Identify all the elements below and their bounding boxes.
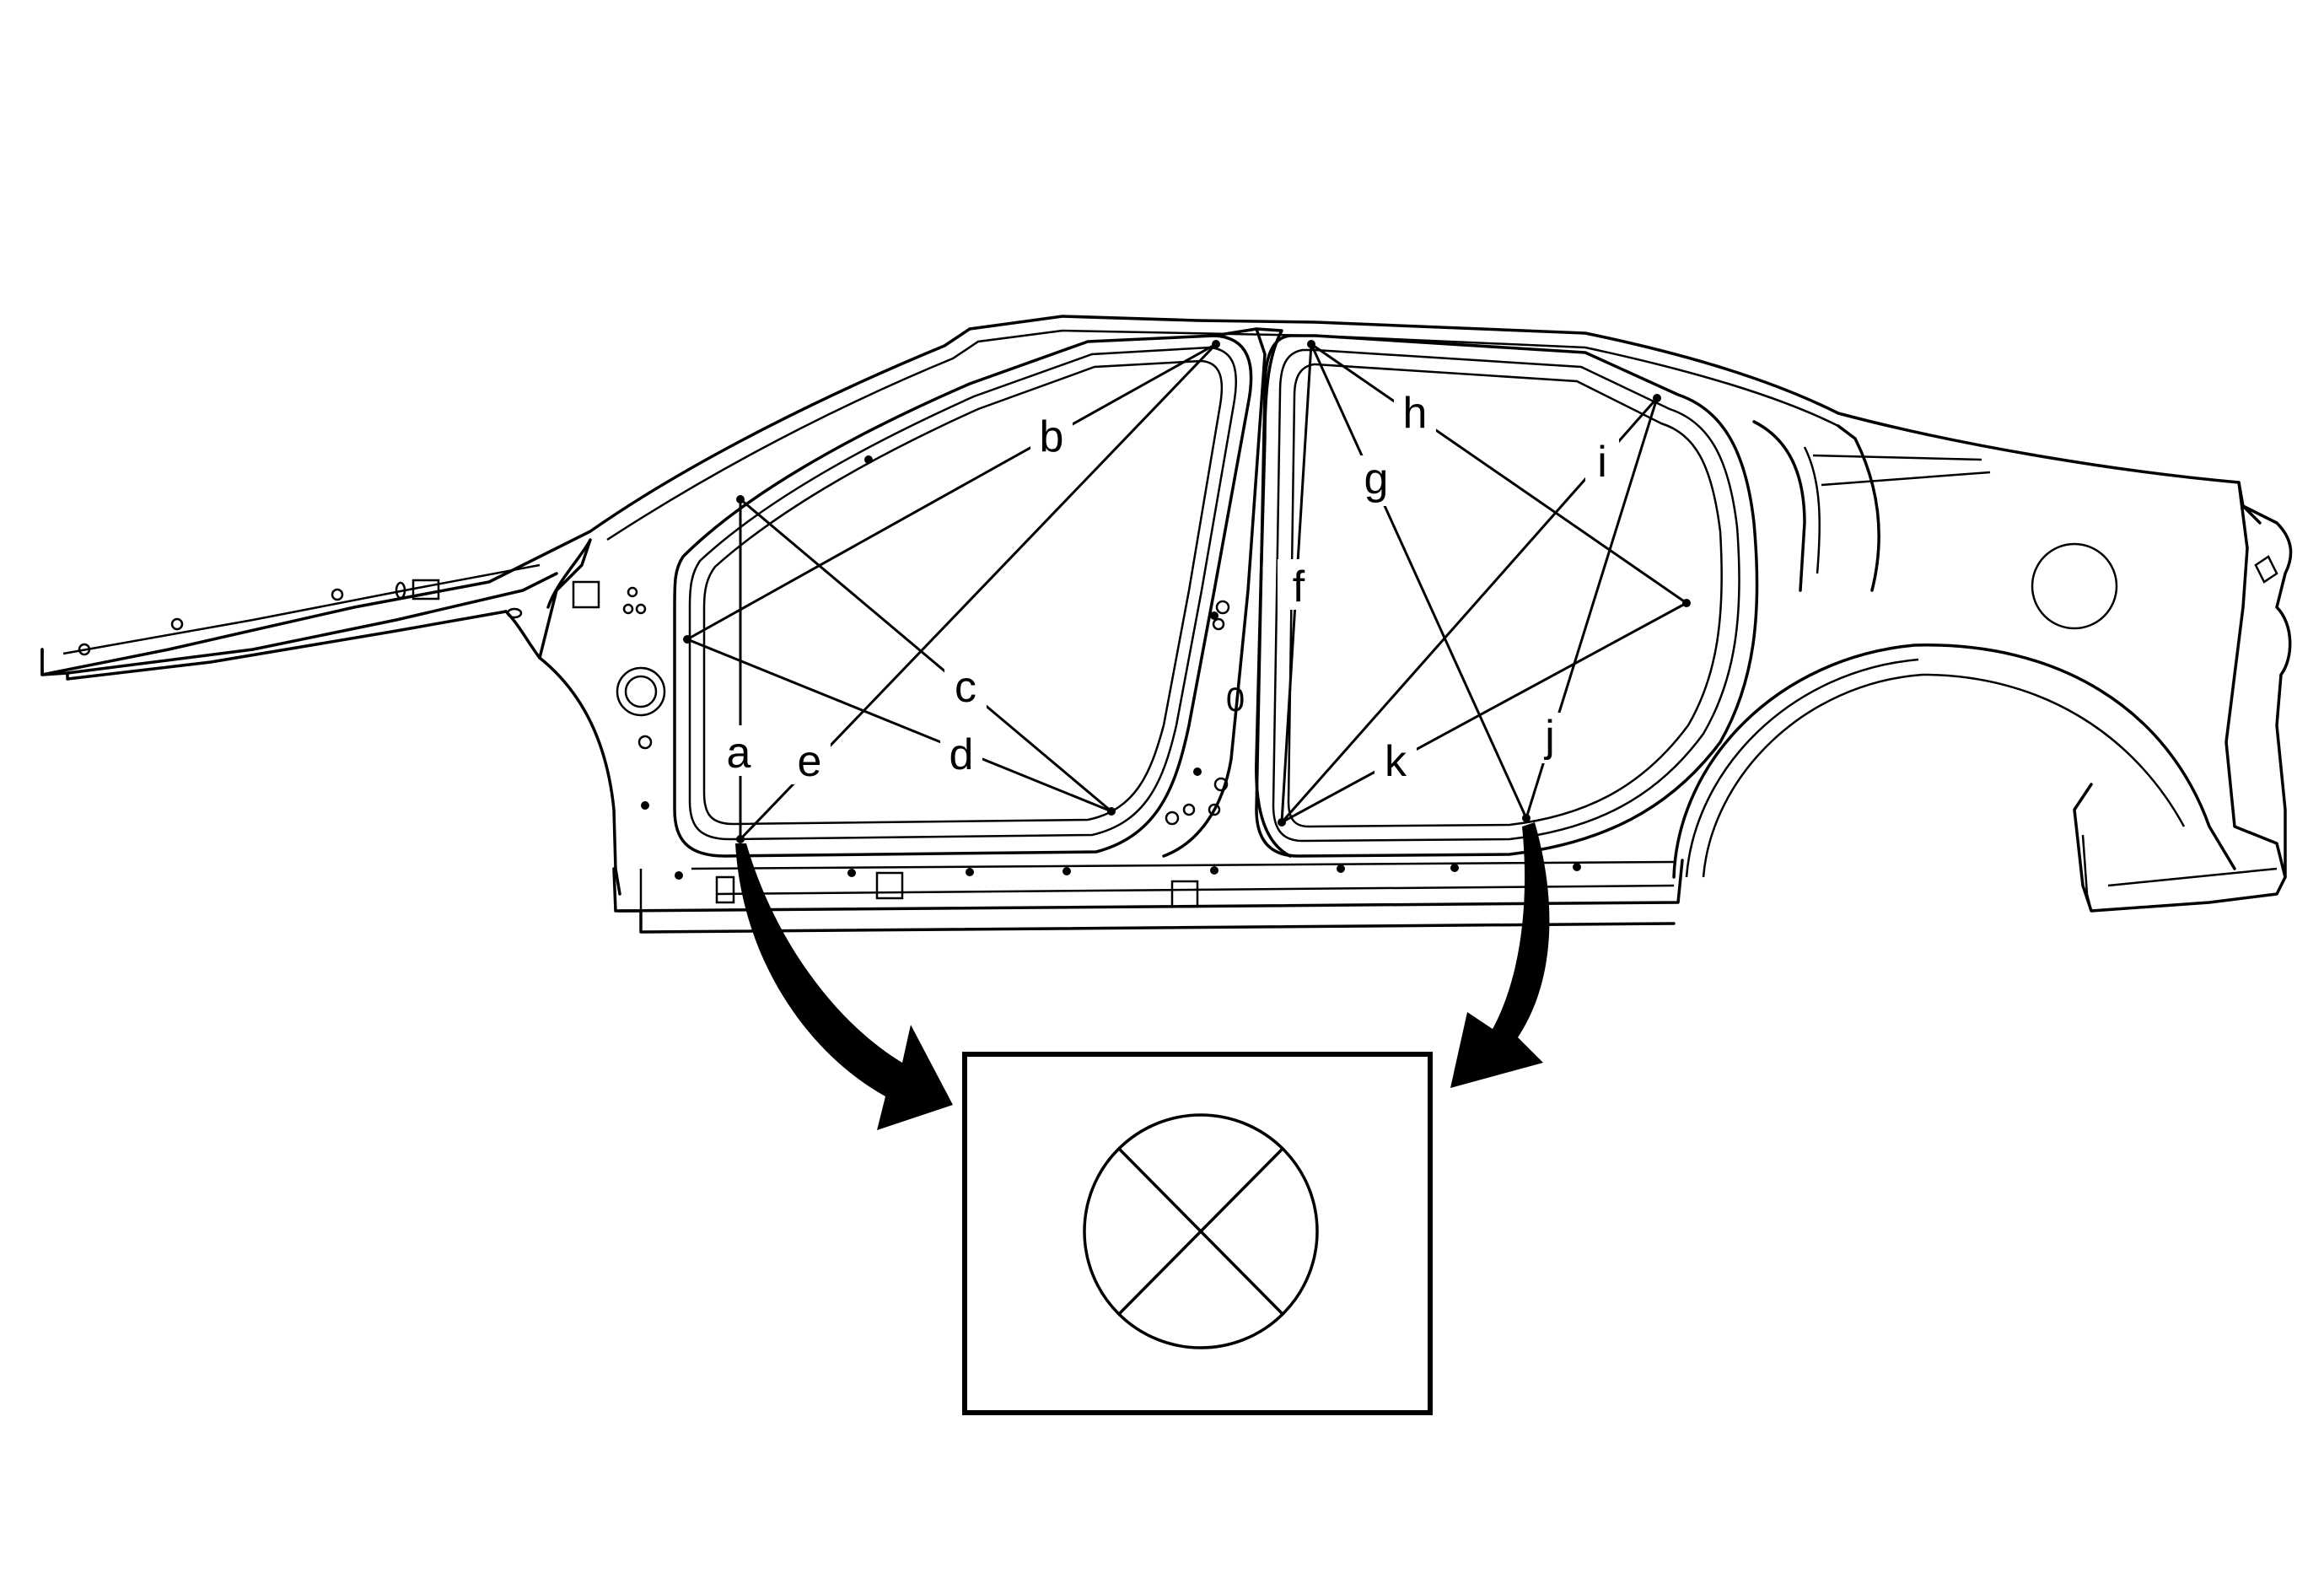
vehicle-body-side [40, 315, 2293, 934]
hinge-pillar [538, 538, 592, 660]
roof-inner-line [606, 329, 1839, 541]
front-rail [40, 572, 558, 676]
measurement-point-detail [962, 1052, 1433, 1415]
rear-door-opening-outer [1255, 334, 1759, 858]
label-e: e [798, 737, 822, 786]
fuel-door [2031, 542, 2118, 630]
line-b [686, 342, 1217, 641]
line-k [1281, 601, 1687, 824]
label-j: j [1543, 712, 1555, 761]
label-f: f [1293, 563, 1305, 611]
label-h: h [1403, 389, 1428, 438]
measurement-hole-symbol [1083, 1113, 1319, 1349]
line-c [740, 498, 1112, 813]
line-g [1310, 343, 1528, 819]
rear-section [2073, 481, 2287, 913]
label-d: d [950, 730, 974, 779]
front-door-opening-outer [673, 334, 1253, 858]
measurement-labels: a b c d e f g h i j k 0 [718, 388, 1619, 786]
label-i: i [1597, 438, 1607, 487]
pillar-mark: 0 [1226, 681, 1245, 719]
line-d [686, 638, 1112, 813]
label-a: a [727, 729, 751, 778]
label-k: k [1385, 737, 1407, 786]
label-g: g [1364, 455, 1389, 504]
front-door-opening-inner [688, 346, 1237, 841]
callout-arrow-right [1450, 822, 1550, 1088]
callout-arrows [735, 822, 1550, 1130]
label-b: b [1040, 412, 1064, 461]
rear-wheel-arch [1672, 644, 2236, 879]
label-c: c [955, 663, 976, 712]
rocker-panel [612, 859, 1684, 913]
rear-door-opening-inner [1272, 348, 1740, 843]
measurement-lines [683, 340, 1691, 843]
hinge-hole [616, 666, 666, 717]
quarter-panel [1752, 420, 1880, 592]
cross-line-2 [1117, 1147, 1284, 1316]
roof-outline [40, 315, 2262, 676]
callout-arrow-left [735, 843, 953, 1130]
line-h [1310, 342, 1687, 605]
